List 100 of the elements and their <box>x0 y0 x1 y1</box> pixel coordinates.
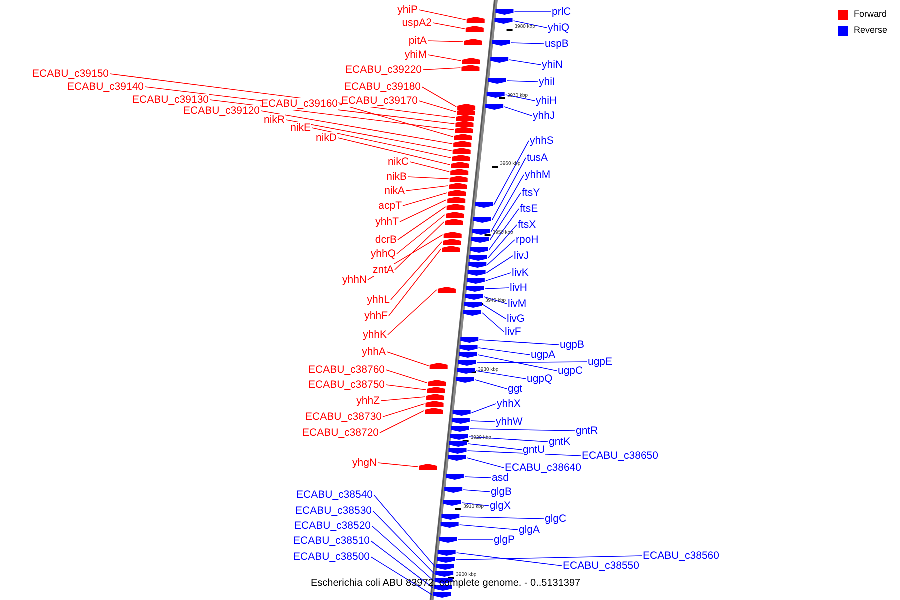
leader-line <box>260 110 453 144</box>
gene-block <box>426 401 444 407</box>
gene-block <box>448 197 466 203</box>
leader-line <box>432 22 466 30</box>
leader-line <box>479 340 560 346</box>
gene-block <box>439 537 458 543</box>
gene-label: livJ <box>514 250 530 262</box>
gene-block <box>450 169 469 175</box>
legend-label: Reverse <box>854 25 888 36</box>
gene-label: ECABU_c38530 <box>296 505 372 517</box>
gene-block <box>464 39 482 45</box>
leader-line <box>398 206 446 240</box>
gene-block <box>451 426 470 432</box>
leader-line <box>380 396 426 402</box>
gene-label: ECABU_c38540 <box>296 489 373 501</box>
gene-label: tusA <box>527 152 548 164</box>
gene-block <box>472 229 490 235</box>
leader-line <box>484 288 510 290</box>
gene-block <box>433 592 452 598</box>
gene-block <box>437 557 456 563</box>
gene-label: nikR <box>264 114 285 126</box>
gene-label: ECABU_c39170 <box>342 95 418 107</box>
gene-label: acpT <box>378 200 402 212</box>
leader-line <box>388 248 442 316</box>
leader-line <box>422 86 457 108</box>
gene-label: ugpE <box>588 356 613 368</box>
gene-block <box>464 302 482 308</box>
gene-block <box>496 9 514 15</box>
gene-block <box>430 363 448 369</box>
gene-block <box>456 121 474 127</box>
gene-label: livF <box>505 326 522 338</box>
leader-line <box>370 556 433 596</box>
leader-line <box>378 462 418 468</box>
leader-line <box>428 54 462 62</box>
gene-label: yhiM <box>404 49 427 61</box>
gene-label: rpoH <box>516 234 539 246</box>
gene-block <box>466 26 484 32</box>
gene-block <box>436 571 454 577</box>
gene-block <box>465 294 484 300</box>
gene-block <box>459 352 478 358</box>
gene-block <box>494 18 513 24</box>
gene-label: nikD <box>316 132 337 144</box>
gene-label: yhhJ <box>533 110 556 122</box>
gene-block <box>419 464 438 470</box>
gene-block <box>466 278 485 284</box>
gene-label: yhhM <box>525 169 551 181</box>
gene-label: ftsE <box>520 203 538 215</box>
leader-line <box>504 106 532 116</box>
leader-line <box>482 304 506 320</box>
gene-label: ECABU_c39180 <box>344 81 421 93</box>
leader-line <box>338 138 451 166</box>
gene-label: yhhX <box>497 398 521 410</box>
leader-line <box>312 128 452 158</box>
leader-line <box>370 540 434 588</box>
gene-block <box>444 232 462 238</box>
gene-label: ECABU_c39150 <box>32 68 109 80</box>
gene-label: ECABU_c38760 <box>308 364 385 376</box>
leader-line <box>506 80 538 82</box>
leader-line <box>488 224 518 258</box>
leader-line <box>487 240 516 266</box>
gene-block <box>486 104 504 110</box>
leader-line <box>463 490 490 492</box>
legend-label: Forward <box>854 9 888 20</box>
gene-label: gntU <box>523 444 546 456</box>
gene-label: livM <box>508 298 527 310</box>
leader-line <box>456 556 642 560</box>
leader-line <box>492 158 526 220</box>
gene-block <box>452 155 470 161</box>
gene-label: yhiP <box>398 4 418 16</box>
gene-label: yhhW <box>496 416 523 428</box>
leader-line <box>490 192 522 240</box>
gene-label: glgP <box>494 534 516 546</box>
gene-block <box>448 448 467 454</box>
gene-block <box>451 162 470 168</box>
gene-label: yhiI <box>539 76 556 88</box>
leader-line <box>460 516 544 520</box>
leader-line <box>494 140 530 206</box>
leader-line <box>386 352 430 366</box>
gene-block <box>452 418 470 424</box>
gene-label: pitA <box>408 35 427 47</box>
leader-line <box>372 526 434 582</box>
gene-block <box>462 58 480 64</box>
gene-label: uspB <box>545 38 569 50</box>
gene-label: yhhQ <box>370 248 396 260</box>
gene-label: yhhN <box>342 274 367 286</box>
leader-line <box>386 370 428 384</box>
gene-block <box>468 262 487 268</box>
gene-block <box>471 237 490 243</box>
gene-label: ECABU_c38500 <box>294 551 370 563</box>
leader-line <box>482 312 504 332</box>
leader-line <box>408 176 450 180</box>
gene-block <box>456 377 474 383</box>
gene-label: dcrB <box>375 234 397 246</box>
gene-label: ECABU_c39140 <box>68 81 144 93</box>
gene-label: livK <box>512 267 529 279</box>
gene-block <box>469 255 488 261</box>
gene-block <box>448 455 466 461</box>
leader-line <box>468 444 522 450</box>
leader-line <box>478 354 558 372</box>
leader-line <box>511 42 544 44</box>
